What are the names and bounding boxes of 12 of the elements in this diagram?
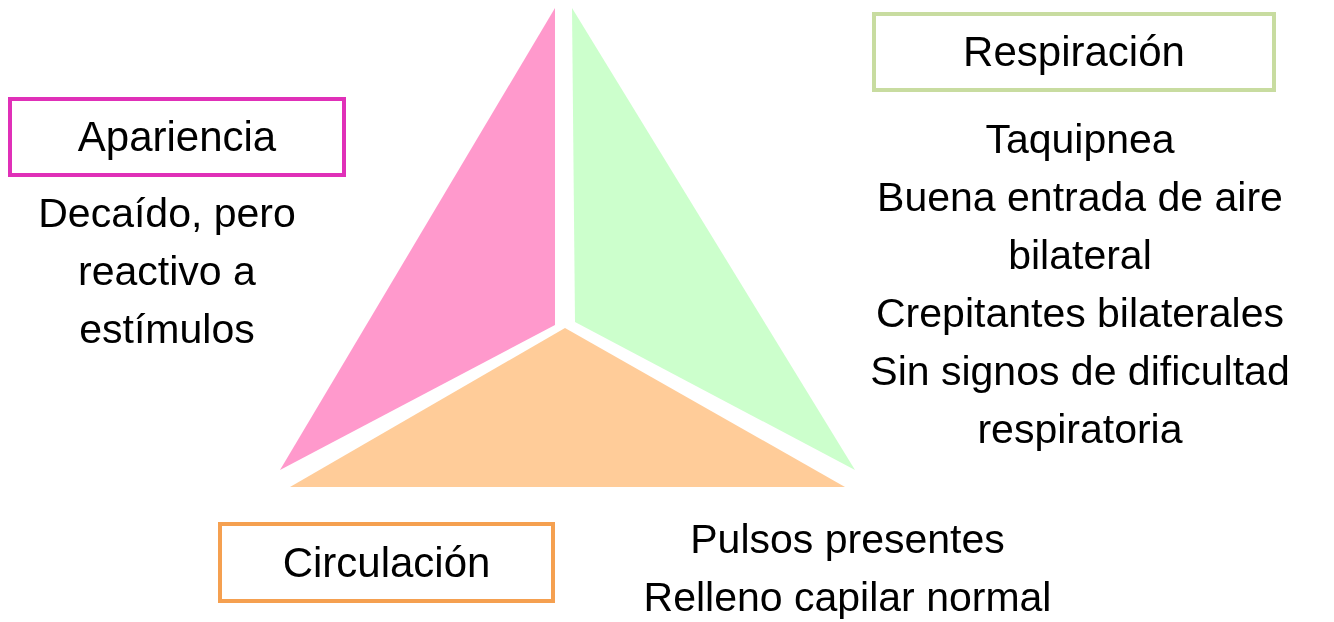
category-label: Circulación [218,522,555,603]
finding-text: Pulsos presentes [689,515,1006,564]
finding-text: Crepitantes bilaterales [875,289,1285,338]
finding-text: Relleno capilar normal [642,573,1053,622]
category-label: Apariencia [8,97,346,177]
triangle-segment [290,328,845,487]
finding-text: Sin signos de dificultad respiratoria [869,347,1291,454]
finding-text: Buena entrada de aire bilateral [876,173,1284,280]
triangle-segment [572,8,855,470]
finding-text: Decaído, pero reactivo a estímulos [37,189,297,354]
finding-text: Taquipnea [984,115,1176,164]
category-label: Respiración [872,12,1276,92]
